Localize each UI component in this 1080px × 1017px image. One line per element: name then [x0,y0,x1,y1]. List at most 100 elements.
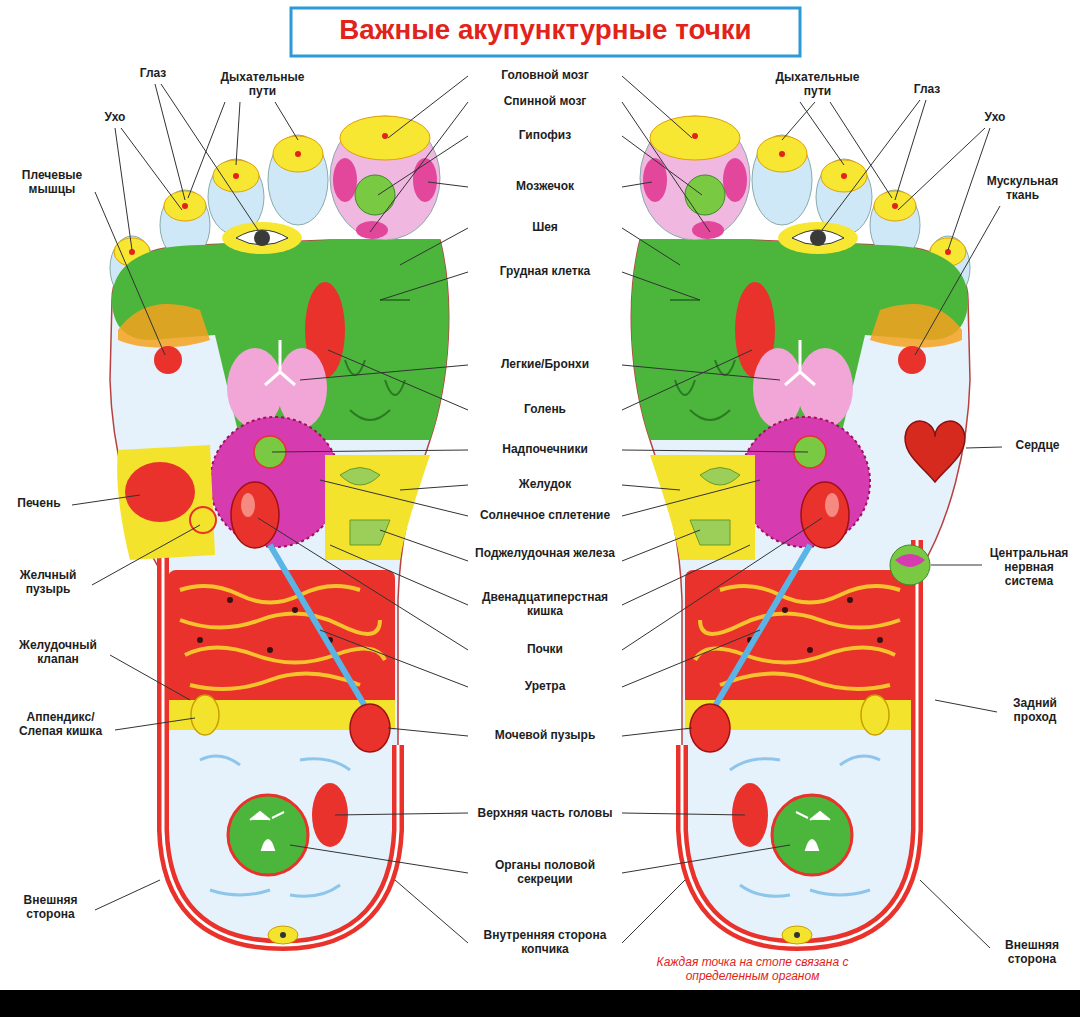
leader-lines-part [931,565,982,566]
leader-lines-part [622,530,700,561]
left-foot-part [110,116,449,945]
organ-label: Ухо [975,110,1015,124]
organ-label: Легкие/Бронхи [475,357,615,371]
organ-label: Мозжечок [475,179,615,193]
organ-label: Задний проход [1000,696,1070,724]
right-foot-part [890,545,930,585]
leader-lines-part [115,718,195,730]
label-slot: Почки [475,642,615,656]
label-slot: Желудок [475,477,615,491]
label-slot: Спинной мозг [475,94,615,108]
label-slot: Мускульная ткань [975,174,1070,202]
leader-lines-part [161,84,258,230]
title-frame-part [291,8,800,56]
left-foot-part [125,462,195,522]
organ-label: Мускульная ткань [975,174,1070,202]
leader-lines-part [300,365,468,380]
organ-label: Поджелудочная железа [475,546,615,560]
label-slot: Грудная клетка [475,264,615,278]
organ-label: Голень [475,402,615,416]
organ-label: Желудочный клапан [8,638,108,666]
label-slot: Дыхательные пути [215,70,310,98]
organ-label: Внешняя сторона [8,893,93,921]
organ-label: Внутренняя сторона копчика [475,928,615,956]
label-slot: Органы половой секреции [475,858,615,886]
right-foot-part [895,554,925,567]
left-foot [110,116,449,945]
organ-label: Дыхательные пути [770,70,865,98]
leader-lines-part [898,128,985,210]
leader-lines-part [622,76,692,138]
organ-label: Плечевые мышцы [12,168,92,196]
label-slot: Уретра [475,679,615,693]
label-slot: Головной мозг [475,68,615,82]
leader-lines-part [966,447,1002,448]
label-slot: Мочевой пузырь [475,728,615,742]
right-foot [631,116,970,945]
leader-lines-part [622,545,750,605]
leader-lines-part [622,350,752,410]
left-foot-part [190,507,216,533]
leader-lines-part [622,728,692,736]
label-slot: Гипофиз [475,128,615,142]
leader-lines-part [782,102,815,140]
leader-lines-part [380,272,468,300]
leader-lines-part [622,182,652,187]
leader-lines-part [822,100,920,230]
caption-slot: Каждая точка на стопе связана с определе… [650,955,855,984]
leader-lines-part [400,485,468,490]
leader-lines-part [370,102,468,232]
label-slot: Сердце [1005,438,1070,452]
organ-label: Мочевой пузырь [475,728,615,742]
leader-lines-part [948,128,990,250]
label-slot: Легкие/Бронхи [475,357,615,371]
label-slot: Мозжечок [475,179,615,193]
organ-label: Уретра [475,679,615,693]
left-foot-part [117,445,215,560]
leader-lines-part [622,136,702,195]
label-slot: Задний проход [1000,696,1070,724]
label-slot: Солнечное сплетение [475,508,615,522]
organ-label: Головной мозг [475,68,615,82]
organ-label: Верхняя часть головы [475,806,615,820]
organ-label: Сердце [1005,438,1070,452]
leader-lines-part [895,100,926,200]
bottom-bar [0,990,1080,1017]
label-slot: Плечевые мышцы [12,168,92,196]
organ-label: Ухо [95,110,135,124]
leader-lines-part [920,880,990,948]
label-slot: Глаз [128,66,178,80]
leader-lines-part [95,880,160,910]
label-slot: Надпочечники [475,442,615,456]
leader-lines-part [236,102,240,165]
leader-lines-part [395,880,468,943]
leader-lines-part [622,102,710,232]
leader-lines-part [335,813,468,815]
label-slot: Внешняя сторона [8,893,93,921]
leader-lines-part [272,450,468,452]
leader-lines-part [388,728,468,736]
leader-lines-part [622,480,760,516]
leader-lines-part [121,128,182,210]
label-slot: Желудочный клапан [8,638,108,666]
leader-lines-part [622,518,822,650]
leader-lines-part [935,700,997,712]
organ-label: Солнечное сплетение [475,508,615,522]
label-slot: Глаз [902,82,952,96]
leader-lines-part [400,228,468,265]
label-slot: Двенадцатиперстная кишка [475,590,615,618]
leader-lines-part [380,530,468,561]
organ-label: Спинной мозг [475,94,615,108]
leader-lines-part [622,272,700,300]
organ-label: Надпочечники [475,442,615,456]
label-slot: Печень [8,496,70,510]
label-slot: Ухо [975,110,1015,124]
organ-label: Гипофиз [475,128,615,142]
label-slot: Голень [475,402,615,416]
organ-label: Центральная нервная система [984,546,1074,588]
organ-label: Дыхательные пути [215,70,310,98]
leader-lines-part [330,545,468,605]
leader-lines-part [110,655,190,700]
label-slot: Внешняя сторона [992,938,1072,966]
organ-label: Глаз [128,66,178,80]
